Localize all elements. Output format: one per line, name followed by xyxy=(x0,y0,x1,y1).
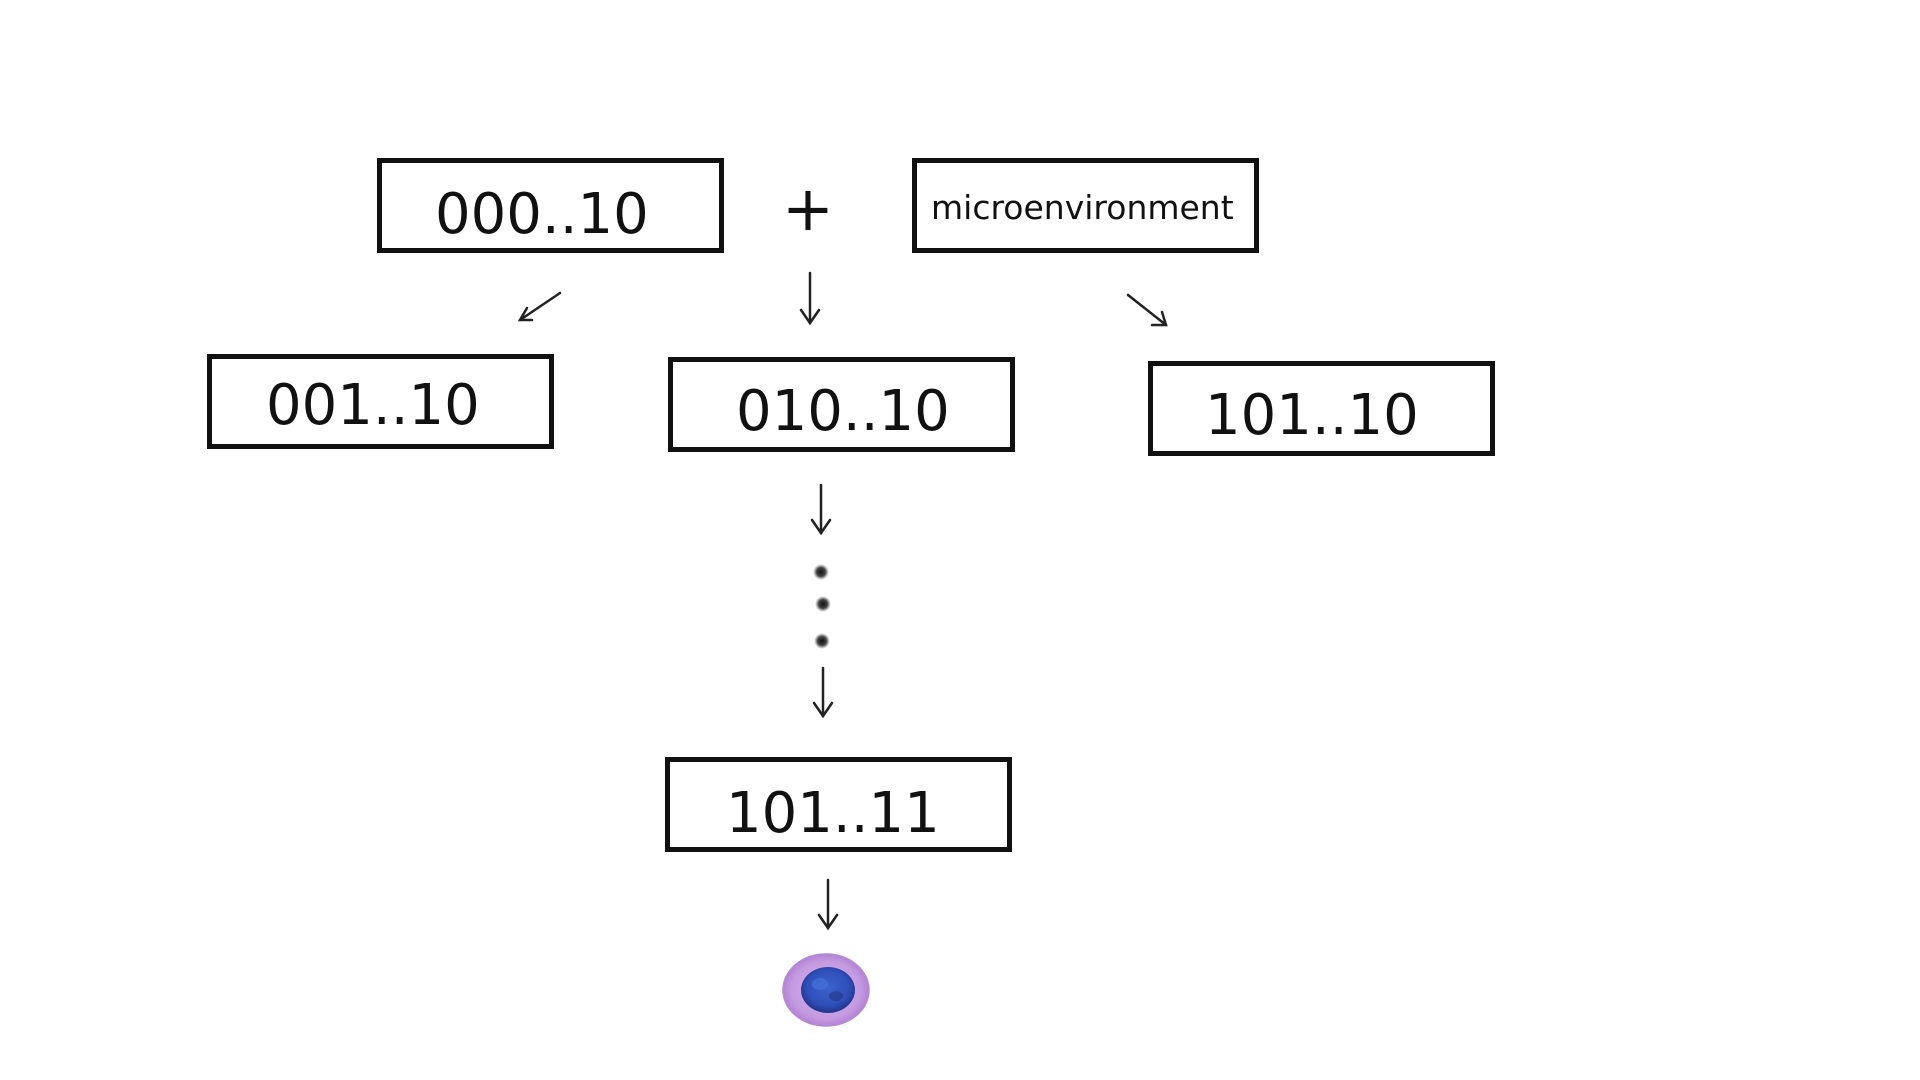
arrow-down-icon xyxy=(817,878,839,931)
ellipsis-dots xyxy=(813,564,831,649)
cell-icon xyxy=(782,953,870,1027)
plus-operator: + xyxy=(782,172,834,245)
arrow-down-icon xyxy=(799,271,821,326)
root-state-box: 000..10 xyxy=(377,158,724,253)
arrow-down-right-icon xyxy=(1126,293,1168,327)
arrow-down-icon xyxy=(812,666,834,719)
right-child-box: 101..10 xyxy=(1148,361,1495,456)
arrow-down-icon xyxy=(810,483,832,536)
microenvironment-box: microenvironment xyxy=(912,158,1259,253)
arrow-down-left-icon xyxy=(517,291,562,322)
microenvironment-label: microenvironment xyxy=(931,188,1234,227)
left-child-box: 001..10 xyxy=(207,354,554,449)
right-child-label: 101..10 xyxy=(1205,383,1419,448)
middle-child-label: 010..10 xyxy=(736,379,950,444)
left-child-label: 001..10 xyxy=(266,373,480,438)
final-state-box: 101..11 xyxy=(665,757,1012,852)
final-state-label: 101..11 xyxy=(726,781,940,846)
middle-child-box: 010..10 xyxy=(668,357,1015,452)
root-state-label: 000..10 xyxy=(435,182,649,247)
